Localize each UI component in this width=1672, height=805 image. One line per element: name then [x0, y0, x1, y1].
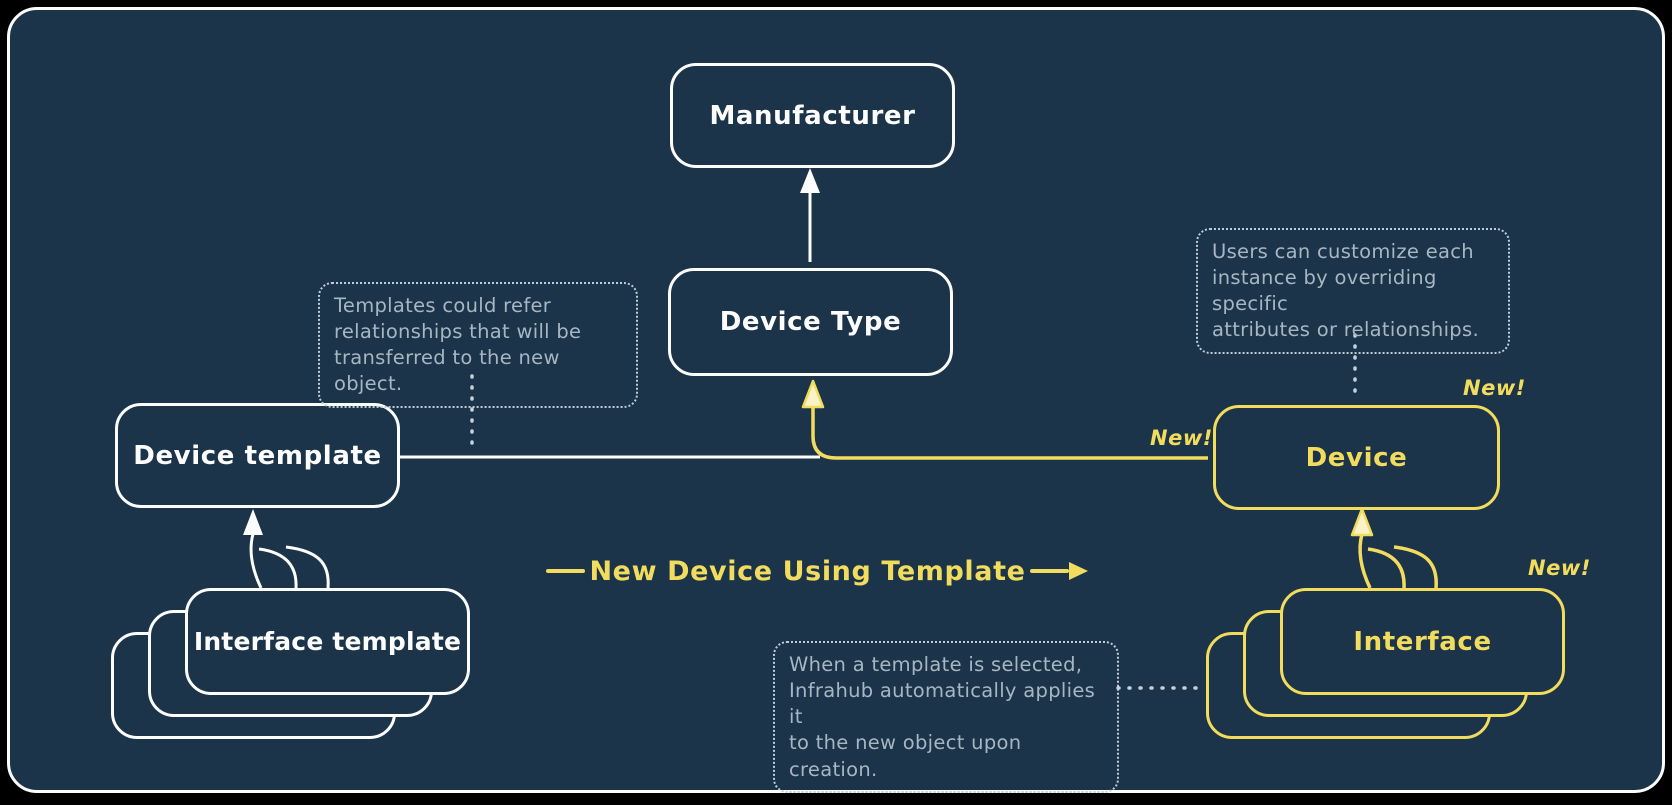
node-interface: Interface: [1280, 588, 1565, 695]
note-templates-line2: relationships that will be: [334, 320, 582, 344]
edge-interfacetemplate-leg3: [285, 545, 330, 589]
arrow-up-device-icon: [1350, 507, 1374, 537]
edge-device-to-devicetype: [811, 405, 1208, 460]
node-manufacturer-label: Manufacturer: [709, 100, 916, 131]
badge-new-device: New!: [1463, 376, 1526, 400]
node-device-template: Device template: [115, 403, 400, 508]
node-device-type: Device Type: [668, 268, 953, 376]
arrow-right-icon: [1069, 562, 1089, 580]
badge-new-edge: New!: [1150, 426, 1213, 450]
node-device-type-label: Device Type: [719, 307, 902, 337]
arrow-up-devicetype-icon: [801, 379, 825, 409]
note-customize: Users can customize each instance by ove…: [1196, 228, 1510, 354]
edge-interface-leg3: [1393, 545, 1438, 589]
flow-line-right: [1029, 569, 1070, 573]
note-customize-line3: attributes or relationships.: [1212, 318, 1479, 342]
edge-interfacetemplate-shaft: [249, 533, 263, 589]
note-templates-line1: Templates could refer: [334, 294, 552, 317]
node-device-label: Device: [1305, 442, 1408, 473]
edge-interface-leg2: [1367, 547, 1406, 589]
flow-line-left: [546, 569, 586, 573]
node-interface-label: Interface: [1353, 626, 1492, 657]
node-interface-template-label: Interface template: [193, 627, 462, 656]
note-apply: When a template is selected, Infrahub au…: [773, 641, 1119, 793]
edge-interfacetemplate-leg2: [258, 547, 298, 589]
node-device: Device: [1213, 405, 1500, 510]
note-apply-line1: When a template is selected,: [789, 653, 1083, 676]
note-customize-line2: instance by overriding specific: [1212, 266, 1437, 316]
node-interface-template: Interface template: [185, 588, 470, 695]
note-apply-line3: to the new object upon creation.: [789, 731, 1022, 781]
note-templates-line3: transferred to the new object.: [334, 346, 560, 396]
flow-arrow: New Device Using Template: [546, 554, 1089, 588]
note-customize-line1: Users can customize each: [1212, 240, 1474, 263]
note-templates: Templates could refer relationships that…: [318, 282, 638, 408]
node-manufacturer: Manufacturer: [670, 63, 955, 168]
arrow-up-manufacturer-icon: [800, 168, 820, 193]
node-device-template-label: Device template: [133, 440, 382, 471]
arrow-up-devicetemplate-icon: [243, 509, 263, 535]
flow-label: New Device Using Template: [589, 555, 1026, 587]
badge-new-interface: New!: [1528, 556, 1591, 580]
edge-interface-shaft: [1358, 533, 1372, 589]
note-apply-line2: Infrahub automatically applies it: [789, 679, 1096, 729]
